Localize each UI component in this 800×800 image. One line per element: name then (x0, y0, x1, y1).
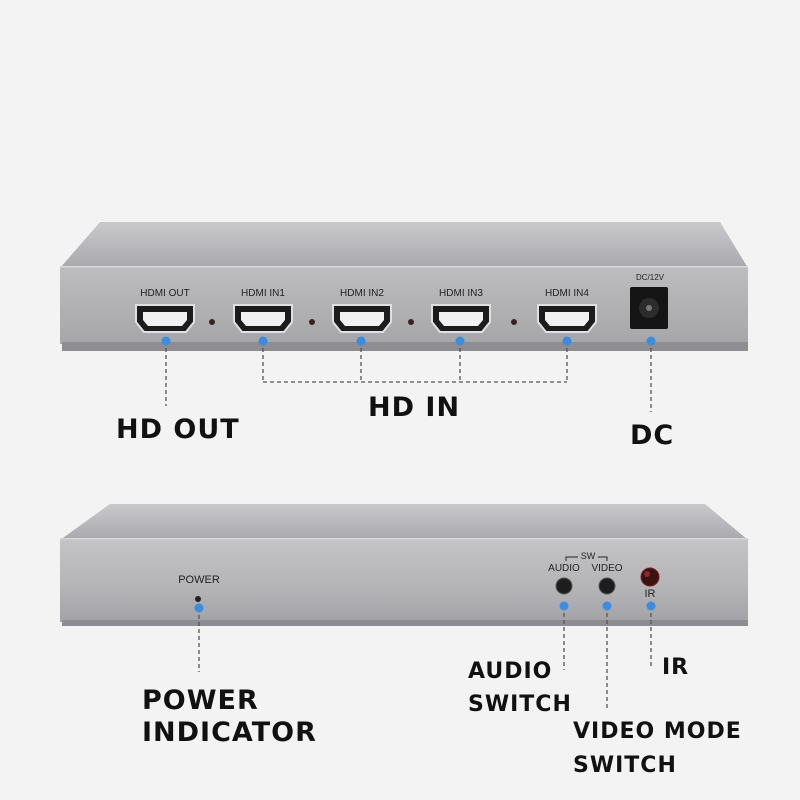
callout-video-mode-switch: VIDEO MODE SWITCH (573, 715, 742, 783)
power-led (195, 596, 201, 602)
sw-label: SW (580, 551, 596, 561)
hdmi-out-port (135, 304, 195, 333)
callout-audio-switch-line1: AUDIO (468, 659, 553, 684)
port-label-hdmi-in3: HDMI IN3 (439, 288, 483, 299)
ir-receiver (640, 567, 660, 587)
front-panel-device (60, 504, 748, 626)
led-dot (408, 319, 414, 325)
sw-bracket (565, 556, 608, 561)
callout-hd-in: HD IN (368, 392, 461, 423)
led-dot (511, 319, 517, 325)
port-label-hdmi-in4: HDMI IN4 (545, 288, 589, 299)
callout-lines (165, 341, 652, 710)
callout-power-indicator-line2: INDICATOR (142, 716, 317, 748)
callout-power-indicator: POWER INDICATOR (142, 685, 317, 749)
audio-button (555, 577, 573, 595)
callout-power-indicator-line1: POWER (142, 685, 259, 716)
ir-receiver-label: IR (644, 588, 656, 600)
hdmi-in4-port (537, 304, 597, 333)
led-dot (309, 319, 315, 325)
callout-dc: DC (630, 420, 675, 451)
callout-dots (161, 336, 656, 613)
hdmi-in2-port (332, 304, 392, 333)
dc-jack (630, 287, 668, 329)
hdmi-in3-port (431, 304, 491, 333)
hdmi-in1-port (233, 304, 293, 333)
video-button (598, 577, 616, 595)
callout-ir: IR (662, 655, 690, 680)
power-led-label: POWER (178, 574, 220, 586)
callout-audio-switch: AUDIO SWITCH (468, 655, 572, 721)
audio-button-label: AUDIO (548, 563, 580, 574)
callout-audio-switch-line2: SWITCH (468, 692, 572, 717)
port-label-hdmi-in1: HDMI IN1 (241, 288, 285, 299)
video-button-label: VIDEO (591, 563, 623, 574)
led-dot (209, 319, 215, 325)
port-label-hdmi-out: HDMI OUT (140, 288, 190, 299)
callout-video-mode-switch-line2: SWITCH (573, 753, 677, 779)
callout-video-mode-switch-line1: VIDEO MODE (573, 719, 742, 744)
dc-jack-label: DC/12V (635, 273, 665, 282)
port-label-hdmi-in2: HDMI IN2 (340, 288, 384, 299)
callout-hd-out: HD OUT (116, 414, 240, 445)
